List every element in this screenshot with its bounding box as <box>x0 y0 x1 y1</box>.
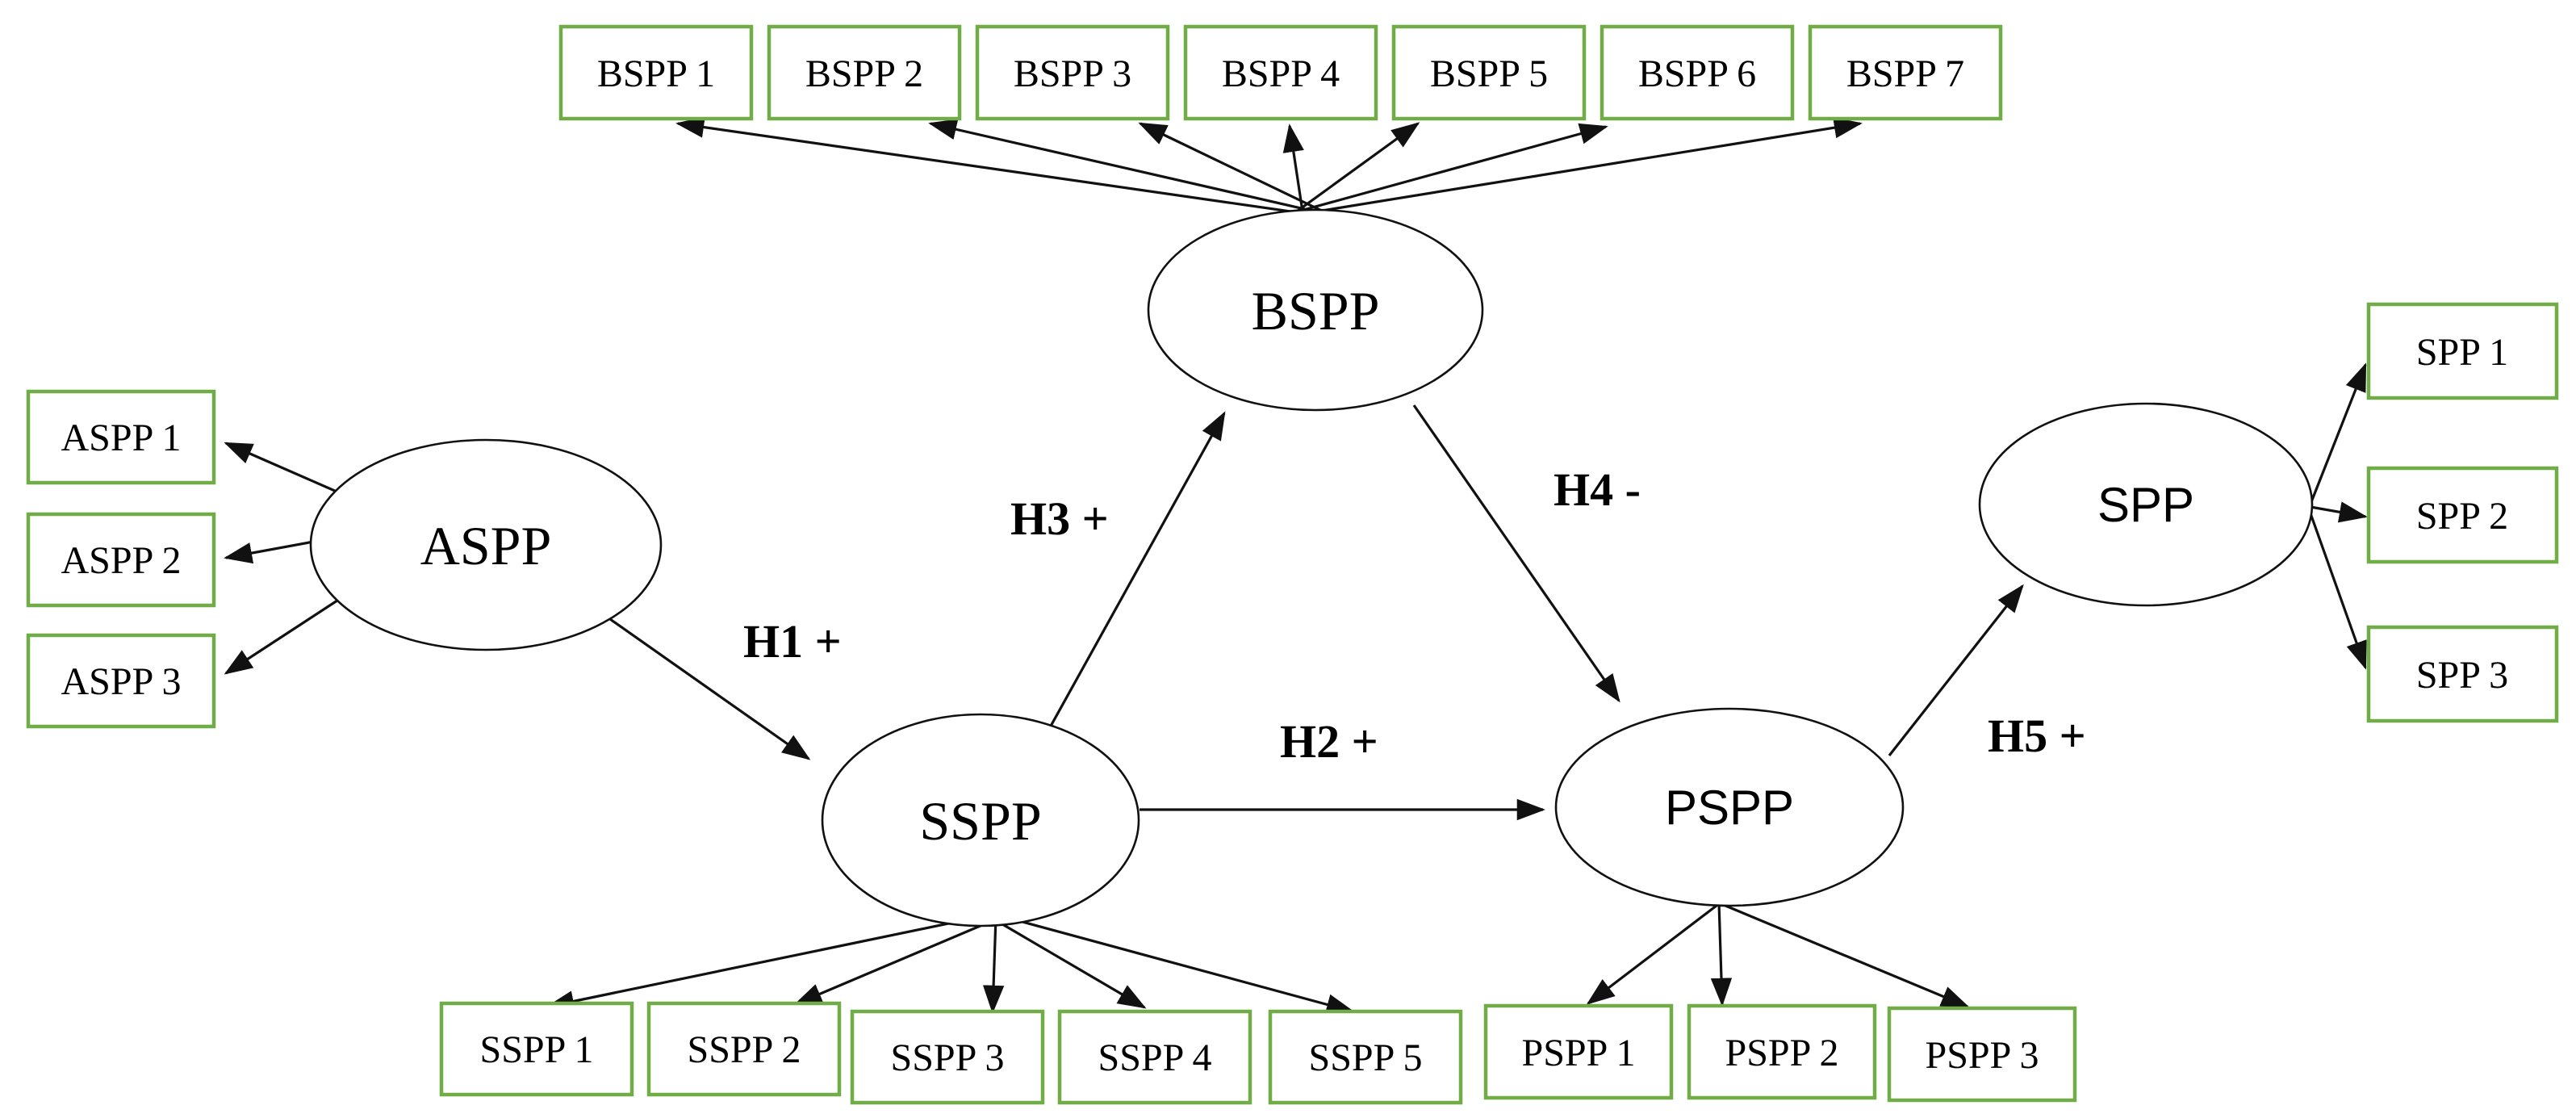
indicator-bspp2-box <box>767 24 962 121</box>
indicator-aspp3-box <box>26 633 216 729</box>
latent-variables: ASPP BSPP SSPP PSPP SPP <box>309 208 2314 927</box>
indicator-spp3-box <box>2366 625 2559 723</box>
indicator-pspp3-box <box>1887 1006 2077 1103</box>
indicator-pspp2-box <box>1687 1003 1877 1100</box>
latent-sspp-label: SSPP <box>919 790 1041 852</box>
indicator-bspp2-label: BSPP 2 <box>805 52 923 95</box>
latent-pspp-ellipse <box>1554 707 1905 907</box>
hypothesis-h2-label: H2 + <box>1280 715 1378 768</box>
arrow-sspp-to-sspp4 <box>984 912 1147 1009</box>
latent-aspp-ellipse <box>309 438 663 651</box>
indicator-sspp2-box <box>646 1001 842 1097</box>
indicator-sspp4-box <box>1057 1009 1252 1105</box>
hypothesis-labels: H1 + H2 + H3 + H4 - H5 + <box>743 463 2086 768</box>
arrow-bspp-to-bspp6 <box>1282 123 1608 217</box>
indicator-bspp6-label: BSPP 6 <box>1638 52 1756 95</box>
arrow-spp-to-spp1 <box>2306 362 2367 511</box>
indicator-aspp1-label: ASPP 1 <box>61 417 182 459</box>
latent-spp-label: SPP <box>2097 478 2194 532</box>
arrow-aspp-to-aspp3 <box>224 596 343 675</box>
indicator-sspp5-box <box>1268 1009 1463 1105</box>
indicator-bspp4-label: BSPP 4 <box>1222 52 1340 95</box>
indicator-aspp3-label: ASPP 3 <box>61 660 182 703</box>
indicator-pspp2-label: PSPP 2 <box>1725 1032 1839 1074</box>
indicator-spp3-label: SPP 3 <box>2416 654 2508 697</box>
arrow-aspp-to-aspp1 <box>224 442 343 496</box>
hypothesis-h1-label: H1 + <box>743 615 842 668</box>
arrow-h4-bspp-pspp <box>1412 404 1620 703</box>
aspp-indicator-boxes: ASPP 1 ASPP 2 ASPP 3 <box>26 389 216 729</box>
arrow-h1-aspp-sspp <box>609 618 811 760</box>
arrow-bspp-to-bspp3 <box>1138 122 1331 216</box>
spp-indicator-arrows <box>2305 362 2368 670</box>
latent-bspp-label: BSPP <box>1252 280 1380 341</box>
indicator-sspp4-label: SSPP 4 <box>1098 1036 1212 1079</box>
hypothesis-h3-label: H3 + <box>1010 492 1109 545</box>
indicator-bspp5-box <box>1391 24 1587 121</box>
arrow-spp-to-spp2 <box>2310 501 2368 523</box>
hypothesis-h4-label: H4 - <box>1554 463 1641 516</box>
hypothesis-h5-label: H5 + <box>1988 710 2086 762</box>
indicator-aspp1-box <box>26 389 216 485</box>
sspp-indicator-boxes: SSPP 1 SSPP 2 SSPP 3 SSPP 4 SSPP 5 <box>439 1001 1463 1105</box>
arrow-sspp-to-sspp1 <box>546 907 1019 1012</box>
indicator-bspp7-box <box>1808 24 2003 121</box>
arrow-bspp-to-bspp4 <box>1282 124 1304 212</box>
indicator-sspp3-box <box>850 1009 1045 1105</box>
indicator-sspp2-label: SSPP 2 <box>688 1028 801 1071</box>
latent-spp-ellipse <box>1978 402 2314 607</box>
latent-aspp-label: ASPP <box>420 515 552 576</box>
arrow-bspp-to-bspp5 <box>1294 122 1420 215</box>
arrow-pspp-to-pspp1 <box>1586 896 1728 1005</box>
arrow-sspp-to-sspp5 <box>974 907 1355 1015</box>
arrow-h3-sspp-bspp <box>1048 411 1226 730</box>
indicator-bspp6-box <box>1600 24 1795 121</box>
sspp-indicator-arrows <box>546 907 1355 1015</box>
indicator-aspp2-box <box>26 512 216 608</box>
indicator-spp1-box <box>2366 302 2559 400</box>
indicator-bspp3-box <box>975 24 1170 121</box>
structural-arrows <box>609 404 2024 821</box>
indicator-bspp7-label: BSPP 7 <box>1846 52 1964 95</box>
indicator-sspp3-label: SSPP 3 <box>891 1036 1005 1079</box>
arrow-sspp-to-sspp3 <box>982 916 1005 1014</box>
pspp-indicator-arrows <box>1586 896 1970 1008</box>
arrow-pspp-to-pspp2 <box>1710 902 1733 1007</box>
indicator-sspp1-label: SSPP 1 <box>480 1028 594 1071</box>
arrow-pspp-to-pspp3 <box>1705 896 1970 1008</box>
spp-indicator-boxes: SPP 1 SPP 2 SPP 3 <box>2366 302 2559 723</box>
arrow-aspp-to-aspp2 <box>224 539 319 564</box>
indicator-sspp1-box <box>439 1001 634 1097</box>
indicator-spp2-label: SPP 2 <box>2416 495 2508 538</box>
indicator-bspp5-label: BSPP 5 <box>1430 52 1548 95</box>
latent-sspp-ellipse <box>821 713 1140 927</box>
indicator-spp2-box <box>2366 466 2559 564</box>
arrow-bspp-to-bspp1 <box>675 116 1342 220</box>
indicator-spp1-label: SPP 1 <box>2416 331 2508 374</box>
arrow-bspp-to-bspp7 <box>1271 117 1863 220</box>
indicator-sspp5-label: SSPP 5 <box>1309 1036 1423 1079</box>
indicator-pspp1-label: PSPP 1 <box>1522 1032 1636 1074</box>
indicator-bspp1-box <box>558 24 754 121</box>
bspp-indicator-boxes: BSPP 1 BSPP 2 BSPP 3 BSPP 4 BSPP 5 BSPP … <box>558 24 2003 121</box>
indicator-bspp4-box <box>1183 24 1378 121</box>
arrow-sspp-to-sspp2 <box>793 912 1010 1006</box>
indicator-aspp2-label: ASPP 2 <box>61 539 182 582</box>
bspp-indicator-arrows <box>675 116 1863 220</box>
latent-bspp-ellipse <box>1147 208 1484 412</box>
latent-pspp-label: PSPP <box>1665 781 1794 835</box>
indicator-pspp1-box <box>1483 1003 1674 1100</box>
arrow-spp-to-spp3 <box>2305 501 2367 670</box>
arrow-bspp-to-bspp2 <box>928 119 1337 218</box>
pspp-indicator-boxes: PSPP 1 PSPP 2 PSPP 3 <box>1483 1003 2077 1103</box>
indicator-bspp1-label: BSPP 1 <box>597 52 715 95</box>
aspp-indicator-arrows <box>224 442 343 675</box>
indicator-bspp3-label: BSPP 3 <box>1014 52 1131 95</box>
arrow-h5-pspp-spp <box>1888 584 2024 756</box>
indicator-pspp3-label: PSPP 3 <box>1926 1034 2039 1077</box>
